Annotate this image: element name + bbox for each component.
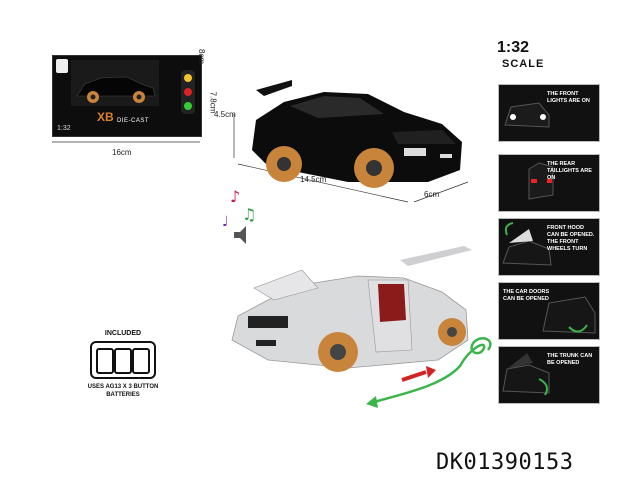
battery-info: INCLUDED USES AG13 X 3 BUTTON BATTERIES <box>82 330 164 399</box>
brand-text: DIE-CAST <box>117 118 150 124</box>
feature-image <box>542 296 596 334</box>
package-traffic-lights <box>181 70 195 114</box>
yellow-light-icon <box>184 74 192 82</box>
logo-badge-icon <box>56 59 68 73</box>
scale-value: 1:32 <box>497 39 530 56</box>
car-height-label: 4.5cm <box>214 110 236 119</box>
package-width-dimension-line <box>52 141 200 143</box>
feature-text: THE FRONT LIGHTS ARE ON <box>547 91 590 104</box>
red-arrow-icon <box>401 366 436 382</box>
feature-text: FRONT HOOD CAN BE OPENED. THE FRONT WHEE… <box>547 225 595 252</box>
silver-car-image <box>231 246 472 372</box>
black-car-image <box>233 80 469 203</box>
feature-panel-rear-taillights: THE REAR TAILLIGHTS ARE ON <box>498 154 600 212</box>
motion-arrows <box>366 337 492 408</box>
feature-text: THE TRUNK CAN BE OPENED <box>547 353 593 366</box>
svg-text:♩: ♩ <box>222 214 229 230</box>
package-car-image <box>76 76 156 103</box>
music-note-icon: ♪ <box>230 187 240 206</box>
svg-text:♪: ♪ <box>230 187 240 206</box>
package-brand: XB DIE-CAST <box>97 110 157 128</box>
battery-title: INCLUDED <box>104 330 142 337</box>
feature-text: THE CAR DOORS CAN BE OPENED <box>503 289 550 302</box>
green-light-icon <box>184 102 192 110</box>
music-note-icon: ♩ <box>222 214 229 230</box>
scale-label: SCALE <box>502 58 545 70</box>
package-depth-label: 8cm <box>197 48 207 65</box>
feature-image <box>502 353 550 396</box>
feature-panel-doors: THE CAR DOORS CAN BE OPENED <box>498 282 600 340</box>
car-width-label: 6cm <box>424 190 440 199</box>
feature-image <box>504 102 550 128</box>
package-scale-label: 1:32 <box>57 125 71 132</box>
red-light-icon <box>184 88 192 96</box>
feature-panel-front-hood: FRONT HOOD CAN BE OPENED. THE FRONT WHEE… <box>498 218 600 276</box>
package-box: 1:32 XB DIE-CAST <box>52 55 202 137</box>
car-length-label: 14.5cm <box>300 175 327 184</box>
feature-text: THE REAR TAILLIGHTS ARE ON <box>547 161 592 181</box>
speaker-icon <box>234 226 246 244</box>
feature-panel-front-lights: THE FRONT LIGHTS ARE ON <box>498 84 600 142</box>
green-curve-arrow-icon <box>366 337 492 408</box>
battery-note: USES AG13 X 3 BUTTON BATTERIES <box>87 384 159 398</box>
feature-panel-trunk: THE TRUNK CAN BE OPENED <box>498 346 600 404</box>
package-window <box>71 60 159 106</box>
feature-image <box>528 162 554 200</box>
brand-mark: XB <box>97 110 114 124</box>
battery-icon <box>90 341 156 379</box>
feature-image <box>502 222 552 266</box>
product-code: DK01390153 <box>436 450 574 475</box>
music-note-icon: ♫ <box>242 205 256 224</box>
sound-icons: ♪ ♫ ♩ <box>222 187 256 244</box>
svg-text:♫: ♫ <box>242 205 256 224</box>
package-width-label: 16cm <box>112 148 132 157</box>
